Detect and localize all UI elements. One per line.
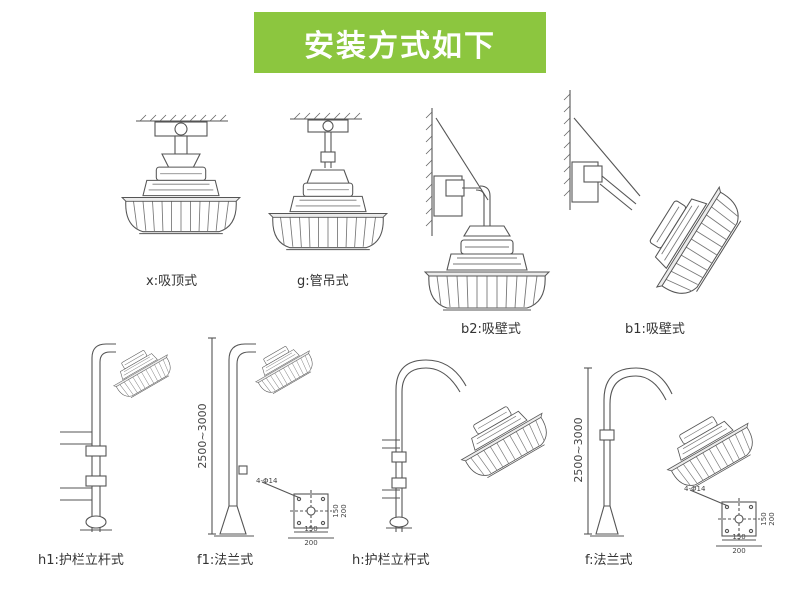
page-title-banner: 安装方式如下 bbox=[254, 12, 546, 73]
dim-pole-height-f: 2500~3000 bbox=[572, 417, 585, 482]
caption-f1: f1:法兰式 bbox=[197, 553, 254, 568]
flange-outer-f: 200 bbox=[732, 547, 745, 555]
caption-g: g:管吊式 bbox=[297, 274, 349, 289]
page-title: 安装方式如下 bbox=[304, 28, 496, 64]
flange-side-outer-f: 200 bbox=[768, 512, 776, 525]
bolt-spec-f1: 4-Φ14 bbox=[256, 477, 278, 485]
flange-outer-f1: 200 bbox=[304, 539, 317, 547]
caption-f: f:法兰式 bbox=[585, 553, 633, 568]
caption-h1: h1:护栏立杆式 bbox=[38, 553, 124, 568]
caption-b1: b1:吸壁式 bbox=[625, 322, 685, 337]
caption-b2: b2:吸壁式 bbox=[461, 322, 521, 337]
dim-pole-height-f1: 2500~3000 bbox=[196, 403, 209, 468]
mount-f1-flange-pole: 2500~3000 4-Φ14 150 200 150 200 bbox=[196, 336, 348, 547]
flange-side-outer-f1: 200 bbox=[340, 504, 348, 517]
flange-side-inner-f: 150 bbox=[760, 512, 768, 525]
mount-x-ceiling bbox=[121, 114, 241, 235]
flange-inner-f1: 150 bbox=[304, 525, 317, 533]
flange-side-inner-f1: 150 bbox=[332, 504, 340, 517]
flange-inner-f: 150 bbox=[732, 533, 745, 541]
mount-f-flange-pole: 2500~3000 4-Φ14 150 200 150 200 bbox=[572, 367, 776, 555]
bolt-spec-f: 4-Φ14 bbox=[684, 485, 706, 493]
mount-b2-wall bbox=[424, 108, 550, 311]
mount-h-guardrail-pole bbox=[382, 359, 557, 532]
mount-g-pendant bbox=[268, 112, 388, 251]
mount-h1-guardrail-pole bbox=[60, 340, 178, 532]
caption-h: h:护栏立杆式 bbox=[352, 553, 430, 568]
mount-b1-wall bbox=[563, 90, 751, 307]
caption-x: x:吸顶式 bbox=[146, 274, 198, 289]
